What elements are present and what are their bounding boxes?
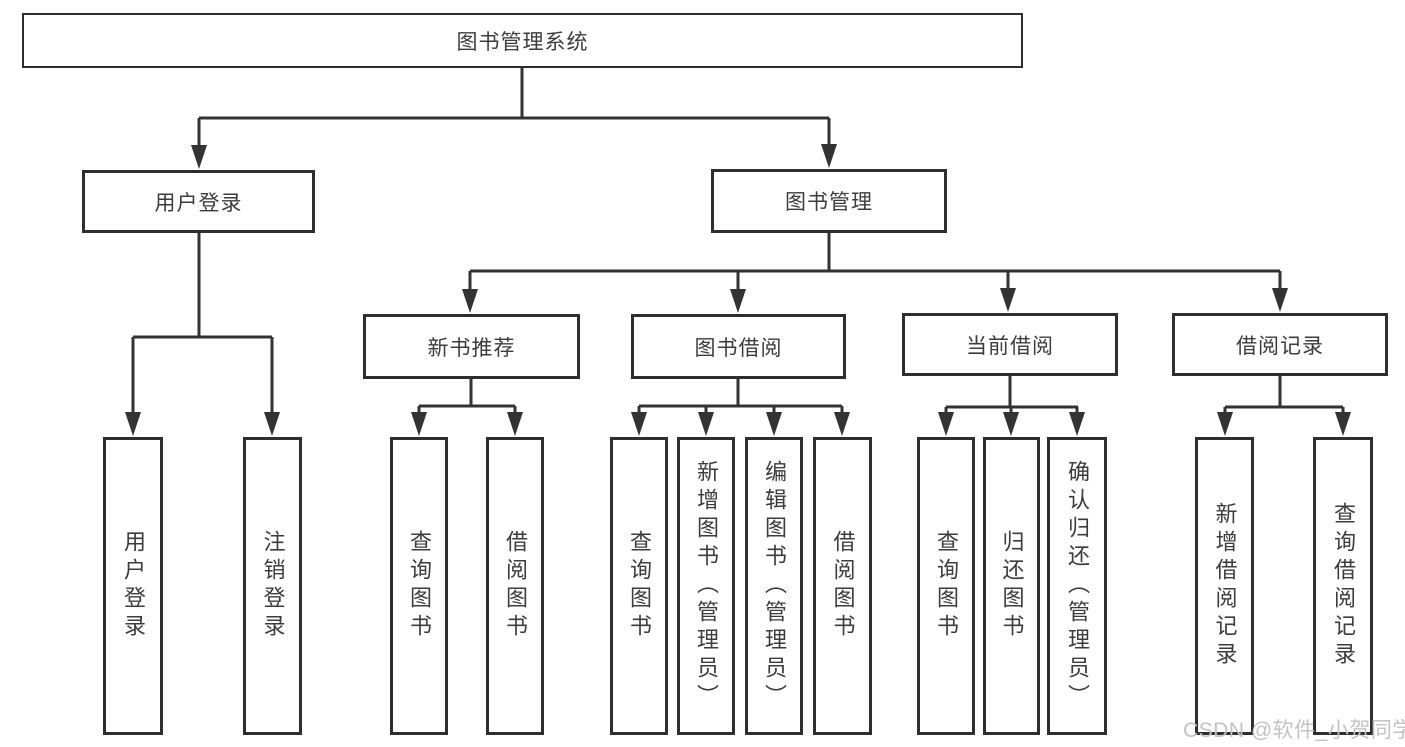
leaf-add-borrow-record: 新增借阅记录 — [1195, 437, 1254, 735]
node-book-borrow: 图书借阅 — [631, 314, 846, 379]
node-library-system: 图书管理系统 — [22, 13, 1023, 68]
leaf-borrow-books: 借阅图书 — [813, 437, 872, 735]
arrowheads — [125, 144, 1351, 436]
leaf-return-books: 归还图书 — [983, 437, 1040, 735]
leaf-user-login: 用户登录 — [103, 437, 163, 735]
leaf-add-books-admin: 新增图书（管理员） — [677, 437, 735, 735]
node-user-login: 用户登录 — [82, 170, 315, 233]
csdn-watermark: CSDN @软件_小贺同学 — [1183, 719, 1405, 742]
leaf-edit-books-admin: 编辑图书（管理员） — [745, 437, 803, 735]
leaf-borrow-books: 借阅图书 — [486, 437, 544, 735]
leaf-confirm-return-admin: 确认归还（管理员） — [1047, 437, 1107, 735]
node-borrow-record: 借阅记录 — [1172, 313, 1388, 376]
leaf-query-books: 查询图书 — [390, 437, 448, 735]
node-current-borrow: 当前借阅 — [902, 313, 1118, 376]
node-book-management: 图书管理 — [711, 169, 947, 233]
leaf-query-books: 查询图书 — [917, 437, 975, 735]
leaf-query-borrow-record: 查询借阅记录 — [1313, 437, 1373, 735]
leaf-logout: 注销登录 — [243, 437, 302, 735]
node-new-book-recommend: 新书推荐 — [363, 314, 580, 379]
leaf-query-books: 查询图书 — [610, 437, 668, 735]
